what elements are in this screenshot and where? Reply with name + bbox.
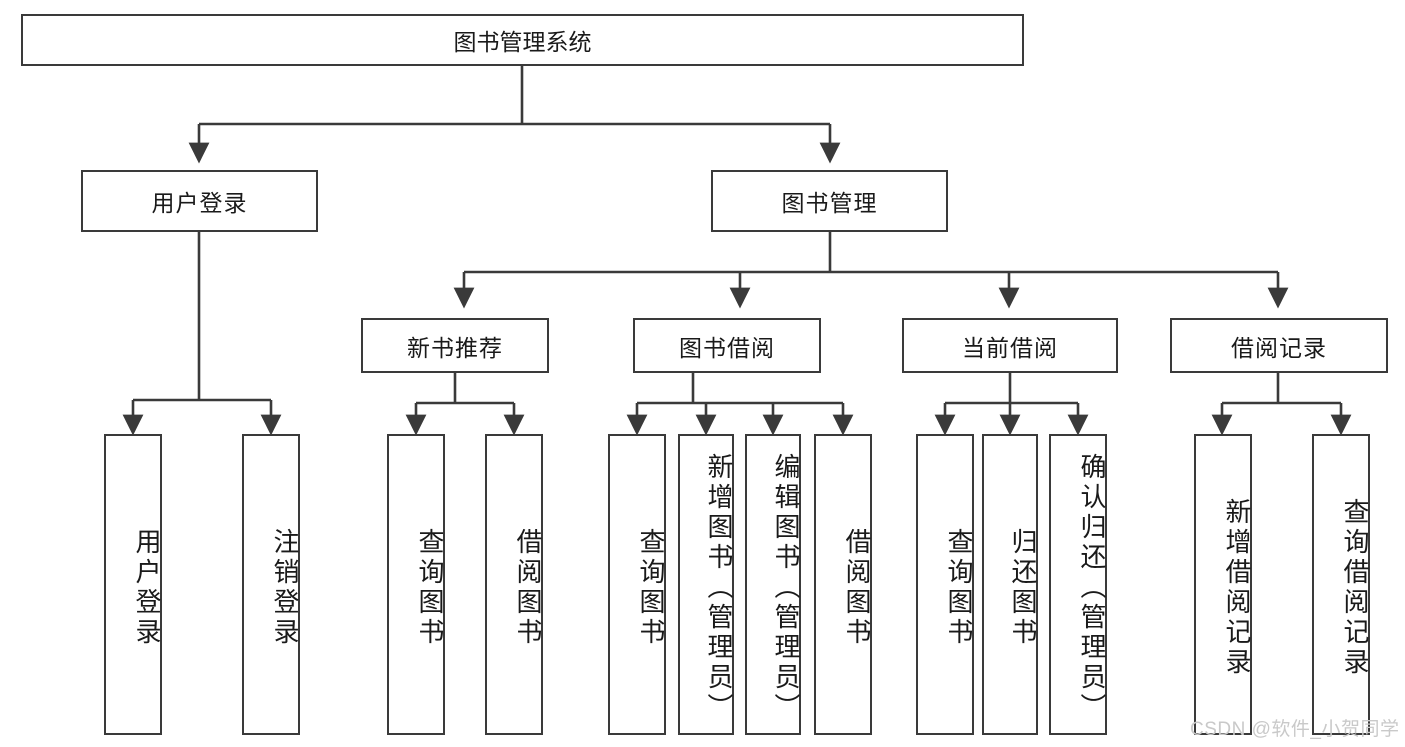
leaf-logout[interactable]: 注销登录 — [242, 434, 300, 735]
leaf-borrow-book-2[interactable]: 借阅图书 — [814, 434, 872, 735]
leaf-logout-label: 注销登录 — [270, 527, 300, 648]
leaf-borrow-book-2-label: 借阅图书 — [842, 527, 872, 648]
node-book-borrow-label: 图书借阅 — [679, 334, 775, 361]
leaf-add-book-label: 新增图书（管理员） — [704, 452, 734, 723]
leaf-confirm-return-label: 确认归还（管理员） — [1077, 452, 1107, 723]
node-user-login-label: 用户登录 — [151, 190, 248, 216]
node-current-borrow[interactable]: 当前借阅 — [902, 318, 1118, 373]
node-root-label: 图书管理系统 — [453, 29, 592, 55]
leaf-query-record-label: 查询借阅记录 — [1340, 497, 1370, 678]
node-book-borrow[interactable]: 图书借阅 — [633, 318, 821, 373]
leaf-add-record[interactable]: 新增借阅记录 — [1194, 434, 1252, 735]
leaf-edit-book-label: 编辑图书（管理员） — [771, 452, 801, 723]
leaf-return-book-label: 归还图书 — [1008, 527, 1038, 648]
leaf-query-book-2-label: 查询图书 — [636, 527, 666, 648]
leaf-confirm-return[interactable]: 确认归还（管理员） — [1049, 434, 1107, 735]
leaf-query-book-1-label: 查询图书 — [415, 527, 445, 648]
node-new-book-rec[interactable]: 新书推荐 — [361, 318, 549, 373]
node-new-book-rec-label: 新书推荐 — [407, 334, 503, 361]
leaf-query-book-1[interactable]: 查询图书 — [387, 434, 445, 735]
leaf-query-record[interactable]: 查询借阅记录 — [1312, 434, 1370, 735]
node-user-login[interactable]: 用户登录 — [81, 170, 318, 232]
leaf-add-book[interactable]: 新增图书（管理员） — [678, 434, 734, 735]
leaf-add-record-label: 新增借阅记录 — [1222, 497, 1252, 678]
node-borrow-record-label: 借阅记录 — [1231, 334, 1327, 361]
node-book-manage[interactable]: 图书管理 — [711, 170, 948, 232]
leaf-query-book-3-label: 查询图书 — [944, 527, 974, 648]
leaf-edit-book[interactable]: 编辑图书（管理员） — [745, 434, 801, 735]
leaf-user-login-label: 用户登录 — [132, 527, 162, 648]
leaf-user-login[interactable]: 用户登录 — [104, 434, 162, 735]
node-root[interactable]: 图书管理系统 — [21, 14, 1024, 66]
leaf-query-book-2[interactable]: 查询图书 — [608, 434, 666, 735]
leaf-return-book[interactable]: 归还图书 — [982, 434, 1038, 735]
leaf-borrow-book-1[interactable]: 借阅图书 — [485, 434, 543, 735]
node-book-manage-label: 图书管理 — [781, 190, 878, 216]
node-current-borrow-label: 当前借阅 — [962, 334, 1058, 361]
leaf-query-book-3[interactable]: 查询图书 — [916, 434, 974, 735]
leaf-borrow-book-1-label: 借阅图书 — [513, 527, 543, 648]
node-borrow-record[interactable]: 借阅记录 — [1170, 318, 1388, 373]
